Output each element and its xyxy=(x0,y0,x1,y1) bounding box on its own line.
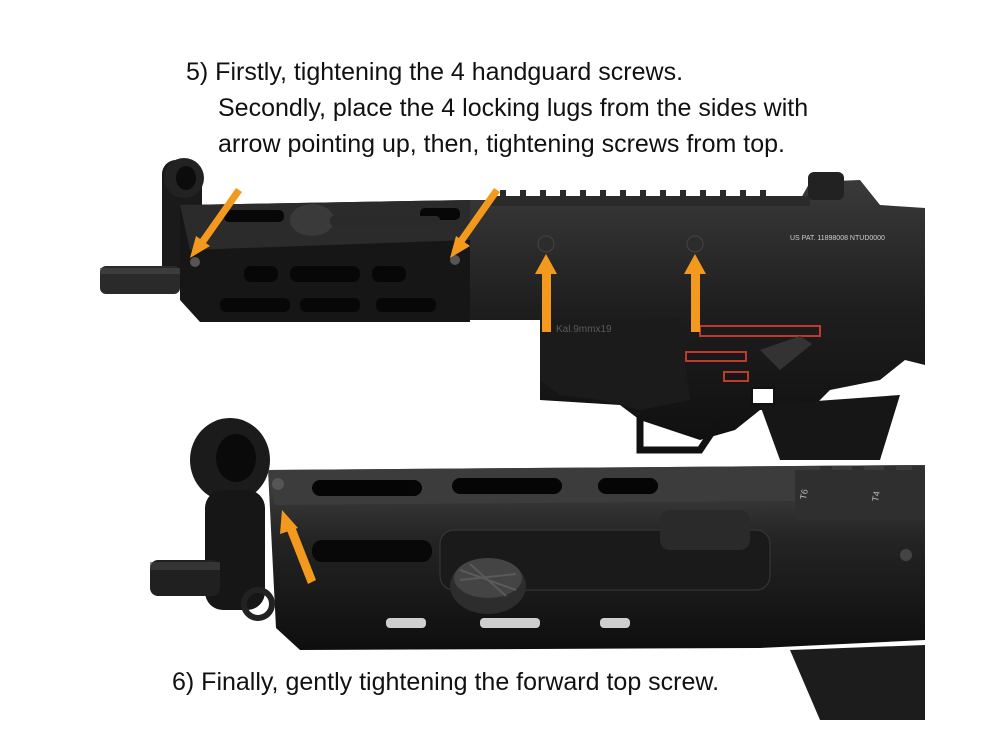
lower-receiver-closeup xyxy=(790,645,925,720)
top-rail xyxy=(490,190,810,206)
handguard-screw-front xyxy=(450,255,460,265)
step5-line1: 5) Firstly, tightening the 4 handguard s… xyxy=(186,58,684,86)
cocking-handle xyxy=(290,204,334,236)
arrow-lug-2 xyxy=(684,254,706,332)
arrow-forward-top-screw xyxy=(280,510,316,584)
pistol-grip xyxy=(760,395,900,460)
step5-line3: arrow pointing up, then, tightening scre… xyxy=(218,130,785,158)
photo-bottom: T6 T4 xyxy=(150,418,925,720)
rear-sight xyxy=(808,172,844,200)
trigger-group xyxy=(540,318,690,410)
caption-backdrop xyxy=(0,660,790,712)
selector-icon xyxy=(751,387,775,405)
handguard-lower-slots xyxy=(386,618,630,628)
arrow-handguard-rear xyxy=(190,188,242,258)
handguard-screw-rear xyxy=(190,257,200,267)
locking-lug-hole-1 xyxy=(537,235,555,253)
cocking-knob xyxy=(450,558,526,614)
arrow-lug-1 xyxy=(535,254,557,332)
forward-top-screw xyxy=(272,478,284,490)
handguard-slots xyxy=(220,208,460,312)
photo-top: US PAT. 11898008 NTUD0000 Kal.9mmx19 xyxy=(100,158,925,460)
locking-lug-hole-2 xyxy=(686,235,704,253)
top-rail-closeup xyxy=(795,466,925,520)
step5-line2: Secondly, place the 4 locking lugs from … xyxy=(218,94,809,122)
caption-step6: 6) Finally, gently tightening the forwar… xyxy=(172,668,720,696)
caliber-marking: Kal.9mmx19 xyxy=(556,324,612,335)
rail-marking-right: T4 xyxy=(870,490,882,502)
handguard-side-slot xyxy=(312,540,432,562)
side-screw xyxy=(900,549,912,561)
patent-marking: US PAT. 11898008 NTUD0000 xyxy=(790,235,885,242)
arrow-handguard-front xyxy=(450,188,500,258)
handguard-top-slots xyxy=(312,478,658,496)
caption-step5: 5) Firstly, tightening the 4 handguard s… xyxy=(186,54,808,162)
rail-marking-left: T6 xyxy=(798,488,810,500)
selector-lever xyxy=(760,336,812,370)
